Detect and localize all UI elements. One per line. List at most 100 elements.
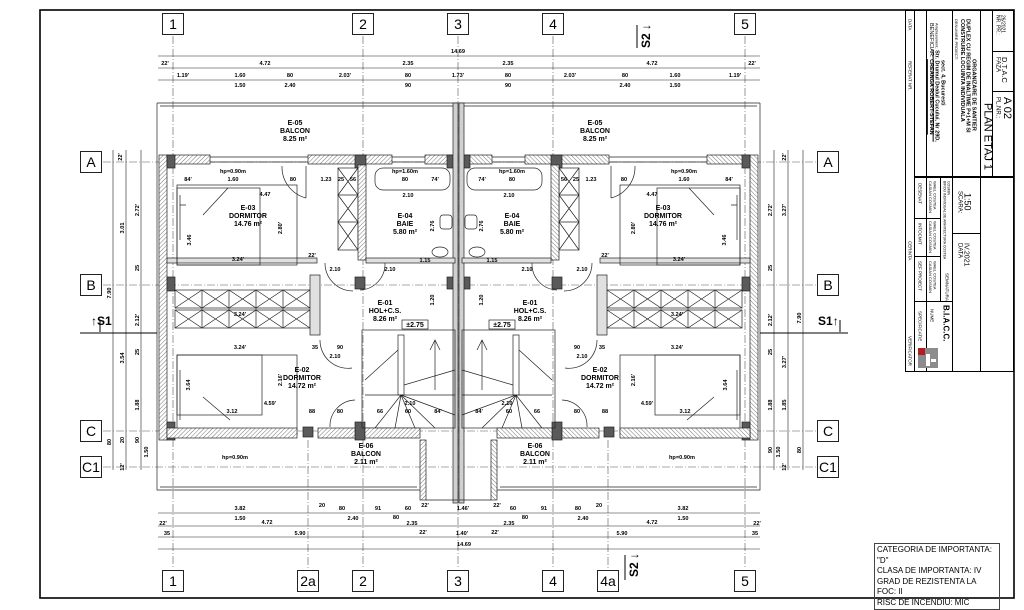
room-area: 8.26 m² [373,316,398,323]
dimension-text: 4.72 [647,520,658,526]
role-sef-proiect: SEF PROIECT [917,261,923,292]
dimension-text: 20 [596,503,602,509]
axis-bubble-bottom-5: 5 [734,570,756,592]
interior-dimension: 2.10 [522,267,533,273]
dimension-text: 3.27' [782,355,788,368]
interior-dimension: 56 [561,177,567,183]
interior-dimension: 2.10 [502,401,513,407]
dimension-text: 3.01 [120,223,126,234]
dimension-text: 25 [768,349,774,355]
dimension-text: 22' [753,521,761,527]
dimension-text: 2.72' [135,203,141,216]
dimension-text: 1.50 [670,83,681,89]
arrow-up-icon: ↑ [832,314,839,328]
room-area: 14.72 m² [288,383,317,390]
legend-line: GRAD DE REZISTENTA LA FOC: II [877,576,976,597]
arrow-left-icon: ↓ [627,553,641,559]
axis-bubble-bottom-4: 4 [542,570,564,592]
phase-value: D.T.A.C [1000,57,1010,83]
interior-dimension: 3.46 [187,235,193,246]
interior-dimension: 80 [574,409,580,415]
interior-dimension: 84' [725,177,733,183]
dimension-text: 2.35 [403,61,414,67]
site-label: Amplasament: [934,23,940,49]
interior-dimension: 2.10 [405,401,416,407]
dimension-text: 4.72 [260,61,271,67]
dimension-text: 4.72 [262,520,273,526]
axis-bubble-bottom-4a: 4a [597,570,619,592]
dimension-text: 1.88 [768,400,774,411]
interior-dimension: 2.80' [631,221,637,234]
interior-dimension: 22' [601,253,609,259]
interior-dimension: 3.24' [671,312,684,318]
interior-dimension: 3.24' [671,345,684,351]
interior-dimension: 3.12 [680,409,691,415]
axis-bubble-top-2: 2 [352,13,374,35]
dimension-text: 3.27' [782,203,788,216]
interior-dimension: 4.59' [264,401,277,407]
axis-bubble-left-C1: C1 [80,456,102,478]
room-area: 14.76 m² [649,221,678,228]
dimension-text: 2.35 [504,521,515,527]
interior-dimension: 1.60 [679,177,690,183]
interior-dimension: 80 [290,177,296,183]
sheet-frame [39,9,1015,599]
room-name: BALCON [280,128,310,135]
dimension-text: 2.40 [578,516,589,522]
room-code: E-02 [295,367,310,374]
sheet-number-label: PL.NR.: [994,97,1001,119]
interior-dimension: 2.10 [330,354,341,360]
legend-line: CLASA DE IMPORTANTA: IV [877,566,982,575]
dimension-text: 22' [118,153,124,161]
room-area: 2.11 m² [354,459,378,466]
dimension-text: 20 [319,503,325,509]
interior-dimension: 3.46 [722,235,728,246]
interior-dimension: hp=0.90m [671,169,697,175]
dimension-text: 60 [405,506,411,512]
room-code: E-03 [241,205,256,212]
interior-dimension: 1.20 [430,295,436,306]
room-name: DORMITOR [581,375,619,382]
interior-dimension: 2.80' [278,221,284,234]
phase-label: FAZA [994,57,1001,73]
dimension-text: 2.12' [768,313,774,326]
dimension-text: 60 [510,506,516,512]
room-name: BALCON [520,451,550,458]
dimension-text: 2.35 [407,521,418,527]
section-label: S1 [818,314,833,328]
axis-bubble-bottom-1: 1 [162,570,184,592]
room-code: E-01 [523,300,538,307]
dimension-text: 20 [120,437,126,443]
section-marker-s2-bottom: S2 ↓ [627,553,641,577]
interior-dimension: hp=0.90m [222,455,248,461]
section-marker-s2-top: S2 ↓ [639,24,653,48]
role-intocmit: INTOCMIT [917,223,923,245]
dimension-text: 80 [622,73,628,79]
interior-dimension: 3.12 [227,409,238,415]
project-number: 26/2021 [999,15,1006,34]
legend-line: RISC DE INCENDIU: MIC [877,597,970,607]
dimension-text: 2.12' [135,313,141,326]
axis-bubble-right-C: C [817,420,839,442]
axis-bubble-top-3: 3 [447,13,469,35]
dimension-text: 2.72' [768,203,774,216]
beneficiary-label: BENEFICIAR: [927,23,934,58]
room-name: BALCON [351,451,381,458]
dimension-text: 80 [405,73,411,79]
scale-value: 1:50 [962,193,973,211]
dimension-text: 1.88 [135,400,141,411]
section-marker-s1-left: ↑S1 [91,314,112,328]
axis-bubble-bottom-3: 3 [447,570,469,592]
room-name: BAIE [504,221,521,228]
dimension-text: 22' [493,503,501,509]
dimension-text: 90 [505,83,511,89]
sheet-number: A 02 [1000,97,1013,120]
plan-title: PLAN ETAJ 1 [981,103,994,171]
axis-bubble-left-C: C [80,420,102,442]
dimension-text: 7.90 [797,313,803,324]
dimension-text: 22' [419,530,427,536]
dimension-text: 91 [541,506,547,512]
dimension-text: 80 [522,515,528,521]
interior-dimension: 60 [506,409,512,415]
dimension-text: 1.50 [235,516,246,522]
